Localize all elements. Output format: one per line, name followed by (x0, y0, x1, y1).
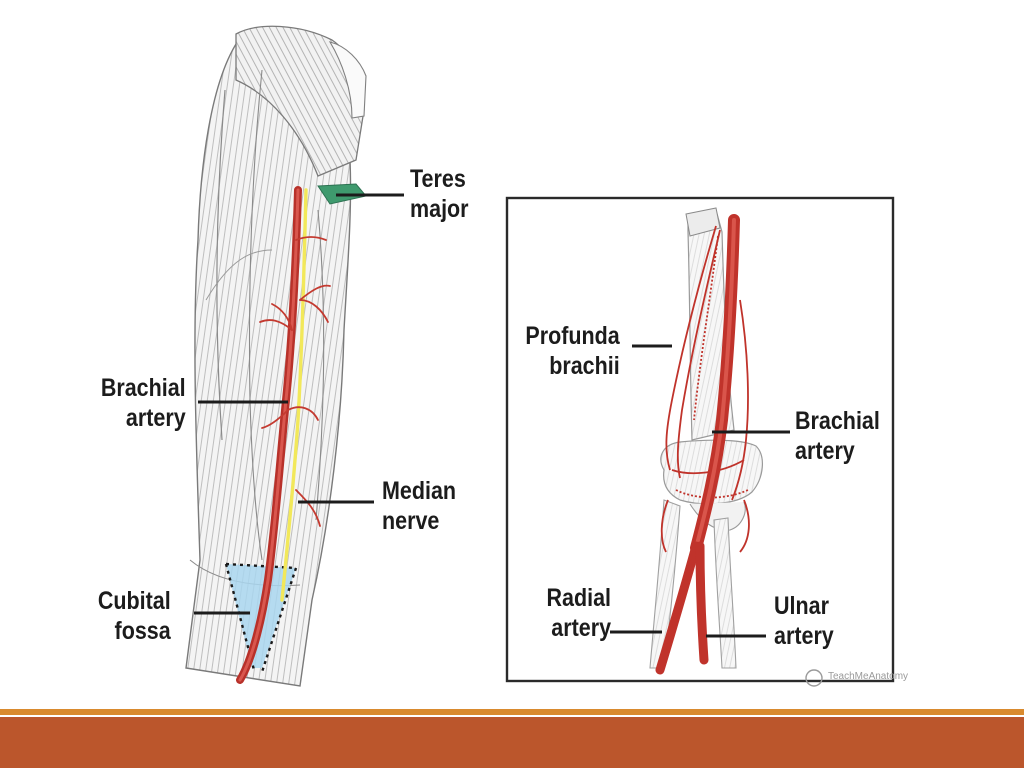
label-median-nerve-line2: nerve (382, 507, 440, 535)
label-radial-artery-line2: artery (551, 614, 611, 642)
label-ulnar-artery-line1: Ulnar (774, 592, 829, 620)
copyright-circle-icon (805, 669, 823, 687)
label-cubital-fossa-line2: fossa (114, 617, 171, 645)
label-ulnar-artery-line2: artery (774, 622, 834, 650)
footer-accent-line (0, 709, 1024, 715)
label-median-nerve: Median nerve (382, 476, 456, 536)
left-arm-illustration (185, 25, 404, 687)
label-brachial-artery-left: Brachial artery (101, 373, 186, 433)
footer-bar (0, 717, 1024, 768)
watermark-text: TeachMeAnatomy (828, 671, 909, 682)
median-nerve-fiber (280, 188, 308, 602)
label-ulnar-artery: Ulnar artery (774, 591, 834, 651)
label-cubital-fossa-line1: Cubital (98, 587, 171, 615)
label-teres-major-line1: Teres (410, 165, 466, 193)
label-brachial-artery-left-line2: artery (126, 404, 186, 432)
right-pointer-lines (610, 344, 790, 638)
artery-branches (259, 236, 331, 527)
label-teres-major: Teres major (410, 164, 469, 224)
label-profunda-brachii: Profunda brachii (526, 321, 620, 381)
ulna-bone (713, 517, 737, 669)
watermark: TeachMeAnatomy (828, 671, 908, 682)
label-brachial-artery-left-line1: Brachial (101, 374, 186, 402)
label-cubital-fossa: Cubital fossa (98, 586, 171, 646)
label-profunda-brachii-line1: Profunda (525, 322, 620, 350)
label-profunda-brachii-line2: brachii (549, 352, 620, 380)
ulnar-artery-vessel (695, 541, 709, 665)
label-brachial-artery-right-line2: artery (795, 437, 855, 465)
label-brachial-artery-right-line1: Brachial (795, 407, 880, 435)
label-teres-major-line2: major (410, 195, 469, 223)
label-brachial-artery-right: Brachial artery (795, 406, 880, 466)
left-pointer-lines (194, 193, 404, 615)
label-median-nerve-line1: Median (382, 477, 457, 505)
tendon (328, 41, 367, 119)
right-diagram-panel (505, 196, 895, 687)
label-radial-artery-line1: Radial (546, 584, 611, 612)
label-radial-artery: Radial artery (546, 583, 611, 643)
